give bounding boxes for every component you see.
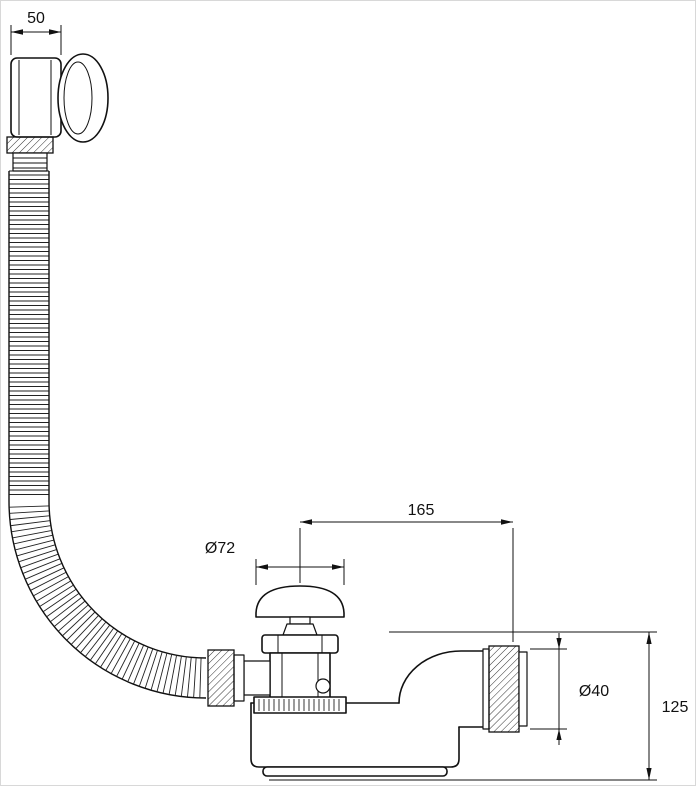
dimension-plug-diameter: Ø72 (205, 540, 345, 585)
rotary-knob-face (63, 61, 93, 135)
hose-rib (71, 615, 99, 645)
hose-coupling (207, 649, 271, 707)
dimension-overflow-width: 50 (10, 10, 62, 55)
hose-rib (144, 650, 158, 689)
hose-rib (105, 636, 127, 671)
arrowhead-right (501, 519, 513, 525)
hose-rib (100, 633, 122, 668)
plug-stem (289, 616, 311, 625)
hose-rib (50, 597, 82, 622)
hose-rib (85, 625, 110, 657)
outlet-end-ring (518, 651, 528, 727)
hose-rib (10, 515, 50, 520)
arrowhead-top (556, 638, 562, 649)
hose-corrugations (9, 174, 202, 698)
plug-seat (282, 623, 318, 636)
hose-rib (139, 649, 154, 687)
hose-rib (9, 510, 49, 514)
dim-165-label: 165 (408, 502, 435, 519)
hose-rib (9, 505, 49, 508)
hose-rib (127, 645, 144, 682)
hose-rib (174, 656, 182, 696)
dimension-outlet-offset: 165 (299, 502, 514, 642)
hose-rib (54, 601, 85, 627)
hose-bend-inner (48, 500, 207, 659)
hose-rib (10, 520, 50, 527)
hose-rib (95, 631, 118, 664)
waste-top-nut (261, 634, 339, 654)
hose-rib (39, 585, 74, 607)
arrowhead-left (300, 519, 312, 525)
outlet-pipe (398, 645, 528, 733)
trap-inlet-nut-knurl (258, 699, 340, 711)
hose-rib (75, 618, 103, 649)
hose-rib (14, 534, 53, 545)
hose-rib (66, 612, 95, 641)
hose-rib (80, 622, 106, 653)
hose-rib (30, 572, 66, 591)
trap-body (250, 696, 460, 777)
hose-rib (18, 549, 57, 563)
dim-125-label: 125 (662, 699, 689, 716)
rotary-knob (57, 53, 109, 143)
dim-50-label: 50 (27, 10, 45, 27)
arrowhead-left (11, 29, 23, 35)
hose-rib (156, 653, 168, 692)
coupling-nut (207, 649, 235, 707)
hose-rib (121, 643, 140, 679)
overflow-inlet-boss (315, 678, 331, 694)
hose-rib (150, 652, 163, 690)
hose-rib (17, 544, 55, 557)
hose-rib (12, 530, 52, 539)
waste-plug-assembly (255, 585, 345, 704)
dim-72-label: Ø72 (205, 540, 235, 557)
arrowhead-top (646, 632, 652, 644)
hose-rib (162, 654, 173, 693)
overflow-locknut (6, 136, 54, 154)
hose-rib (116, 641, 135, 677)
hose-rib (15, 539, 54, 551)
arrowhead-bottom (556, 729, 562, 740)
hose-rib (20, 553, 58, 568)
hose-rib (58, 604, 89, 632)
hose-rib (46, 593, 79, 617)
hose-rib (33, 576, 69, 597)
dimension-overall-height: 125 (269, 631, 689, 781)
hose-rib (187, 657, 192, 697)
hose-rib (36, 580, 71, 602)
coupling-ring (233, 654, 245, 702)
coupling-stub (243, 660, 271, 696)
arrowhead-right (332, 564, 344, 570)
hose-rib (62, 608, 92, 636)
trap-base (262, 766, 448, 777)
hose-rib (90, 628, 114, 661)
hose-rib (43, 589, 76, 612)
hose-rib (23, 558, 60, 574)
trap-inlet-nut (253, 696, 347, 714)
hose-rib (110, 638, 131, 674)
hose-rib (180, 657, 187, 697)
arrowhead-bottom (646, 768, 652, 780)
hose-rib (25, 563, 62, 580)
dimension-outlet-diameter: Ø40 (530, 633, 609, 745)
hose-rib (199, 658, 202, 698)
outlet-coupling-nut (488, 645, 520, 733)
arrowhead-left (256, 564, 268, 570)
hose-rib (193, 658, 197, 698)
arrowhead-right (49, 29, 61, 35)
plug-cap (255, 585, 345, 618)
hose-rib (28, 567, 64, 586)
outlet-elbow-top (398, 650, 484, 704)
outlet-gasket-ring (482, 648, 490, 730)
dim-40-label: Ø40 (579, 683, 609, 700)
flexible-hose (8, 170, 207, 699)
overflow-fitting (6, 53, 109, 172)
hose-rib (133, 647, 149, 684)
hose-bend-outer (8, 500, 207, 699)
waste-body (269, 652, 331, 704)
hose-rib (11, 525, 51, 533)
hose-rib (168, 655, 177, 695)
